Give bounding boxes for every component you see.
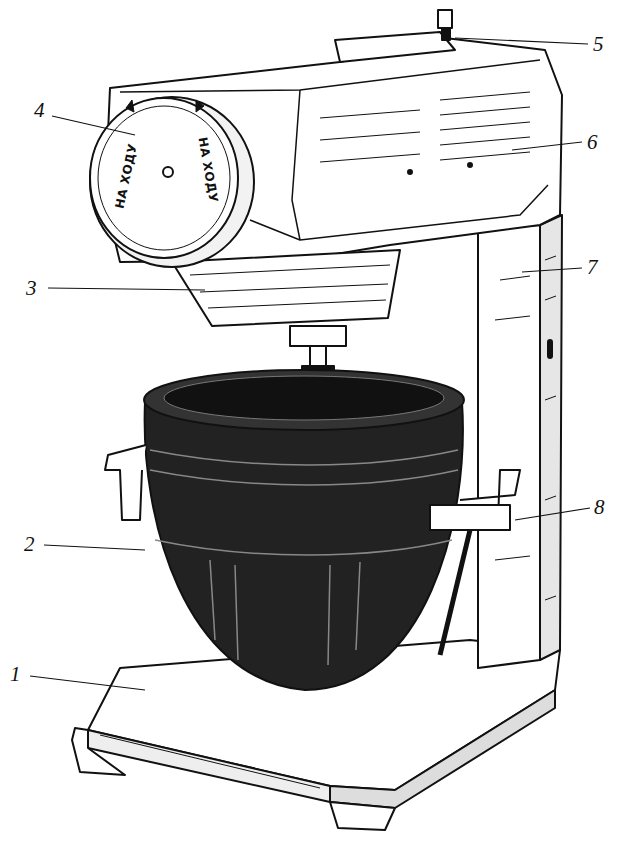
- callout-number: 2: [24, 534, 35, 555]
- callout-number: 7: [587, 257, 598, 278]
- callout-number: 5: [593, 34, 604, 55]
- callout-number: 8: [594, 497, 605, 518]
- callout-number: 4: [34, 100, 45, 121]
- callout-number: 1: [10, 664, 21, 685]
- callout-number: 6: [587, 132, 598, 153]
- callout-number: 3: [26, 278, 37, 299]
